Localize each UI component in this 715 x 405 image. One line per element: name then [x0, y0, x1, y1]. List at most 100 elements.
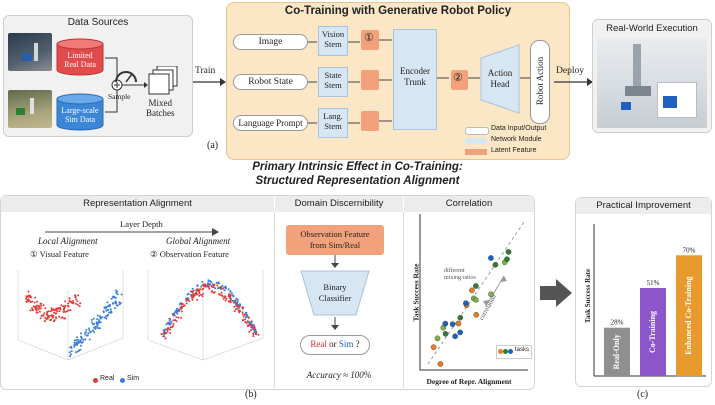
sim-point — [168, 319, 171, 322]
correlation-xlabel: Degree of Repr. Alignment — [426, 377, 512, 386]
real-point — [40, 314, 43, 317]
sim-point — [251, 323, 254, 326]
sim-point — [235, 297, 238, 300]
legend-sim-dot-icon — [120, 378, 125, 383]
real-point — [29, 309, 32, 312]
real-point — [247, 317, 250, 319]
sim-point — [95, 321, 98, 324]
real-point — [52, 308, 55, 311]
sim-point — [68, 351, 71, 354]
sim-point — [96, 324, 99, 327]
real-point — [233, 305, 236, 308]
real-point — [202, 293, 204, 295]
sim-point — [79, 348, 82, 351]
sim-point — [231, 300, 234, 302]
sim-point — [110, 297, 113, 300]
real-point — [190, 290, 193, 293]
deploy-arrow-icon — [554, 78, 593, 86]
real-point — [242, 315, 245, 318]
real-point — [190, 295, 193, 297]
input-language-prompt: Language Prompt — [233, 115, 308, 131]
real-point — [31, 309, 34, 312]
real-point — [172, 319, 175, 322]
sim-point — [89, 331, 92, 334]
real-point — [220, 291, 223, 294]
output-sim: Sim — [338, 339, 354, 349]
sim-point — [80, 337, 83, 340]
task-point — [473, 297, 479, 303]
real-world-photo — [597, 38, 707, 128]
sim-point — [253, 331, 256, 333]
real-point — [251, 325, 254, 328]
sim-point — [224, 286, 227, 289]
real-point — [233, 301, 236, 303]
latent-state — [361, 70, 379, 90]
sim-point — [176, 312, 179, 315]
real-point — [78, 305, 81, 308]
sim-point — [115, 291, 118, 294]
real-point — [28, 299, 31, 302]
sample-label: Sample — [108, 92, 131, 101]
real-point — [39, 307, 42, 310]
task-point — [473, 283, 479, 289]
sim-data-cylinder-icon — [56, 93, 104, 131]
bar-value-label: 70% — [683, 246, 696, 254]
real-point — [252, 333, 255, 336]
real-point — [195, 288, 198, 291]
input-robot-state: Robot State — [233, 74, 308, 90]
sim-point — [109, 303, 111, 306]
real-point — [75, 298, 78, 301]
sim-point — [244, 316, 247, 319]
sim-point — [101, 316, 104, 319]
task-point — [504, 256, 510, 263]
real-point — [57, 307, 60, 310]
real-point — [55, 307, 58, 310]
real-point — [236, 302, 238, 305]
divider-1 — [274, 212, 275, 388]
sim-point — [200, 285, 203, 288]
real-data-label: Limited Real Data — [64, 51, 96, 69]
sim-point — [98, 327, 101, 330]
legend-latent-swatch — [465, 149, 487, 155]
sim-point — [223, 289, 226, 292]
sim-point — [186, 293, 189, 296]
real-point — [44, 317, 47, 320]
sim-point — [90, 321, 93, 324]
legend-latent: Latent Feature — [491, 147, 537, 154]
sim-point — [118, 301, 121, 304]
sim-point — [234, 299, 237, 302]
sim-point — [109, 308, 112, 311]
sim-point — [95, 322, 98, 325]
latent-vision — [361, 30, 379, 50]
real-point — [244, 318, 247, 321]
output-label: Real or Sim ? — [300, 339, 370, 349]
real-point — [27, 295, 30, 298]
sim-point — [162, 329, 165, 332]
sim-point — [185, 300, 188, 302]
real-point — [208, 287, 211, 290]
real-point — [219, 293, 222, 296]
lang-stem: Lang. Stem — [318, 108, 348, 138]
real-point — [169, 332, 172, 334]
real-point — [172, 322, 175, 325]
real-point — [46, 317, 49, 320]
local-alignment-plot — [17, 270, 124, 361]
real-point — [198, 294, 201, 297]
sim-point — [75, 339, 78, 342]
output-pill — [300, 335, 370, 355]
sim-point — [115, 301, 118, 304]
sim-point — [112, 296, 115, 299]
real-point — [29, 301, 32, 304]
real-point — [50, 314, 53, 317]
real-point — [169, 328, 172, 331]
vision-stem: Vision Stem — [318, 26, 348, 56]
sim-point — [239, 303, 241, 306]
sim-point — [227, 288, 230, 291]
mixed-batches-icon — [148, 66, 178, 95]
task-point — [473, 312, 480, 318]
real-point — [163, 331, 166, 333]
binary-classifier-label: Binary Classifier — [318, 282, 352, 303]
real-point — [252, 335, 255, 338]
output-real: Real — [310, 339, 327, 349]
